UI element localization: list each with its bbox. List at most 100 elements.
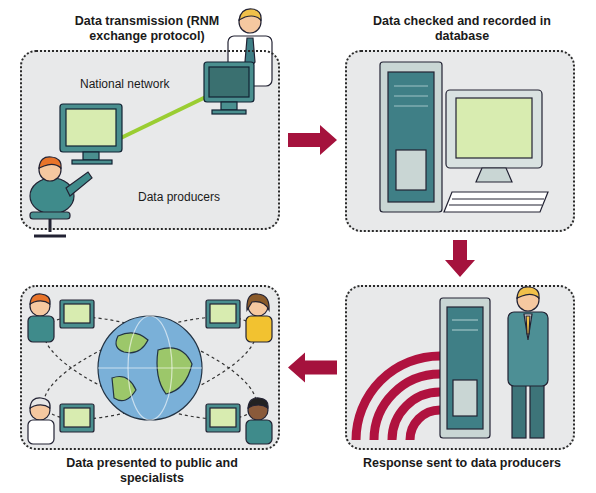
database-monitor	[452, 198, 544, 199]
globe	[116, 333, 148, 353]
part-label: National network	[78, 77, 171, 91]
administrator	[526, 316, 530, 334]
panel-ground	[345, 285, 575, 450]
public-user	[28, 294, 94, 342]
database-server	[394, 85, 428, 86]
panel-ground	[345, 50, 575, 232]
public-user	[247, 294, 269, 310]
database-server	[380, 62, 442, 212]
flow-arrow	[445, 240, 475, 277]
specialist-user	[60, 404, 94, 432]
database-monitor	[449, 204, 542, 205]
producer-person	[39, 157, 61, 168]
public-user	[206, 300, 240, 328]
flow-arrow	[288, 353, 337, 383]
signal-waves	[392, 392, 440, 440]
producer-person	[49, 219, 52, 232]
globe	[157, 348, 192, 394]
producer-monitor	[83, 152, 99, 160]
database-server	[394, 95, 428, 96]
remote-monitor	[212, 110, 246, 114]
specialist-user	[28, 420, 54, 444]
flow-arrow	[288, 125, 337, 155]
public-user	[28, 316, 54, 342]
database-monitor	[444, 192, 548, 212]
public-user	[246, 316, 272, 342]
administrator	[524, 314, 532, 340]
specialist-user	[206, 398, 272, 444]
step-heading: Response sent to data producers	[355, 456, 570, 471]
administrator	[517, 287, 539, 298]
globe	[98, 316, 202, 420]
specialist-user	[210, 408, 236, 427]
step-heading: Data transmission (RNM exchange protocol…	[52, 14, 242, 44]
producer-monitor	[72, 160, 112, 164]
orbit-lines	[32, 296, 267, 440]
database-server	[380, 62, 442, 212]
administrator	[508, 312, 548, 386]
producer-person	[30, 212, 70, 219]
remote-monitor	[221, 102, 237, 110]
part-label: Data producers	[136, 190, 222, 204]
specialist-user	[30, 398, 50, 408]
panel-ground	[20, 50, 280, 230]
signal-waves	[374, 374, 440, 440]
response-server	[452, 319, 478, 320]
signal-waves	[356, 356, 440, 440]
flow-arrow	[288, 125, 337, 155]
database-server	[394, 105, 428, 106]
remote-monitor	[209, 67, 249, 97]
signal-waves	[410, 410, 440, 440]
database-monitor	[446, 90, 542, 168]
database-monitor	[476, 168, 512, 182]
public-user	[206, 294, 272, 342]
producer-person	[30, 178, 74, 214]
public-user	[64, 304, 90, 323]
panel-ground	[20, 285, 280, 450]
globe	[112, 377, 136, 401]
administrator	[508, 287, 548, 438]
panel-ground	[20, 50, 575, 450]
producer-person	[66, 172, 92, 196]
producer-monitor	[60, 104, 122, 164]
orbit-lines	[32, 296, 267, 440]
remote-monitor	[204, 62, 254, 114]
database-monitor	[456, 98, 532, 158]
public-user	[210, 304, 236, 323]
signal-waves	[356, 356, 440, 440]
step-panel: Response sent to data producers	[345, 285, 575, 450]
database-server	[388, 72, 434, 202]
flow-arrow	[288, 353, 337, 383]
database-monitor	[444, 90, 548, 212]
administrator	[512, 382, 526, 438]
step-panel: Data transmission (RNM exchange protocol…	[20, 50, 280, 230]
producer-monitor	[60, 104, 122, 152]
producer-monitor	[66, 109, 116, 146]
specialist-user	[64, 408, 90, 427]
step-heading: Data presented to public and specialists	[45, 456, 260, 486]
database-server	[396, 150, 426, 190]
response-server	[452, 329, 478, 330]
specialist-user	[206, 404, 240, 432]
public-user	[60, 300, 94, 328]
response-server	[453, 380, 477, 416]
orbit-lines	[32, 296, 267, 440]
flow-arrow	[445, 240, 475, 277]
producer-person	[34, 235, 66, 238]
network-operator	[239, 9, 261, 20]
producer-person	[30, 157, 92, 236]
specialist-user	[28, 398, 94, 444]
globe	[98, 316, 202, 420]
step-heading: Data checked and recorded in database	[355, 14, 570, 44]
response-server	[447, 307, 483, 429]
response-server	[440, 298, 490, 438]
specialist-user	[246, 420, 272, 444]
specialist-user	[248, 398, 268, 408]
public-user	[30, 294, 50, 304]
globe	[98, 367, 202, 368]
remote-monitor	[204, 62, 254, 102]
response-server	[440, 298, 490, 438]
